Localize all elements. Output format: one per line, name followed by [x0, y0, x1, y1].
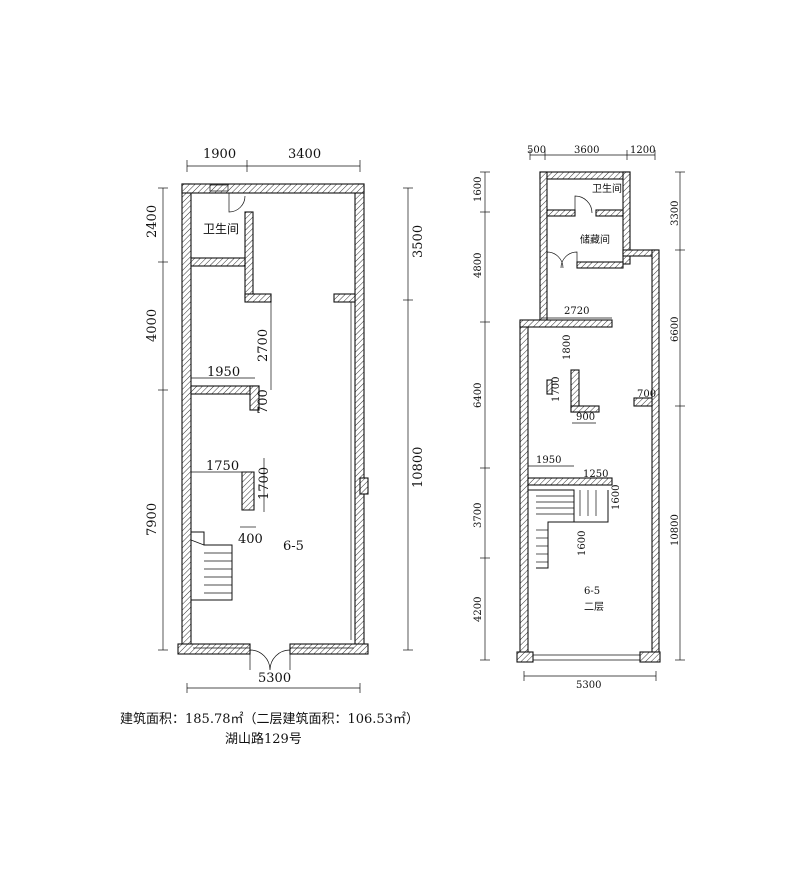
floor1-dim-right-1: 3500 [411, 225, 426, 258]
floor1-dim-1950: 1950 [207, 365, 240, 380]
floor2-col-small [546, 379, 553, 395]
floor1-dim-left-3: 7900 [145, 503, 160, 536]
floor1-dim-700: 700 [256, 389, 271, 414]
floor2-floor-label: 二层 [584, 601, 604, 613]
floor2-dim-left-4: 3700 [473, 503, 484, 528]
floor1-mid-wall [190, 385, 260, 395]
floor1-right-pier [359, 477, 369, 495]
floor1-dim-top-1: 1900 [203, 147, 236, 162]
floor2-plan: 500 3600 1200 1600 4800 6400 3700 4200 3… [473, 145, 685, 691]
floor2-right-pier [633, 397, 653, 407]
floor2-storage-wall [576, 261, 624, 269]
floor1-dim-top-2: 3400 [288, 147, 321, 162]
floor2-main-right-wall [651, 249, 660, 659]
floor2-dim-left-5: 4200 [473, 597, 484, 622]
floor2-dim-left-1: 1600 [473, 177, 484, 202]
floor1-plan: 1900 3400 2400 4000 7900 3500 10800 5300… [145, 147, 426, 693]
floor1-dim-bottom: 5300 [258, 671, 291, 686]
floor1-dim-2700: 2700 [256, 329, 271, 362]
floor2-dim-900: 900 [576, 412, 595, 423]
floor1-dim-1750: 1750 [206, 459, 239, 474]
floor2-dim-top-1: 500 [527, 145, 546, 156]
floor2-main-left-wall [519, 321, 529, 659]
floor1-entrance-door [249, 649, 291, 671]
floor2-wall-bottom-right [639, 651, 661, 663]
floor1-dim-400: 400 [238, 532, 263, 547]
floor1-dim-right-2: 10800 [411, 447, 426, 488]
floor1-corner-wall [244, 293, 272, 303]
floor1-wall-bottom-right [289, 643, 369, 655]
floor2-bath-wall [546, 209, 576, 217]
floor2-dim-right-3: 10800 [670, 514, 681, 546]
floor1-bath-wall-right [244, 211, 254, 301]
floor2-top-wall [539, 171, 631, 180]
floor1-stub-wall-right [333, 293, 356, 303]
floor2-storage-door [546, 251, 578, 269]
floor1-bath-wall-bottom [190, 257, 246, 267]
floor2-stair-wall [527, 477, 613, 486]
floor2-wall-bottom-left [516, 651, 534, 663]
floor1-wall-right [354, 183, 365, 651]
floor1-bath-door [228, 193, 246, 213]
floor2-dim-bottom: 5300 [576, 680, 601, 691]
floor2-room-storage: 储藏间 [580, 233, 610, 246]
floor2-dim-top-2: 3600 [574, 145, 599, 156]
floor2-unit-label: 6-5 [584, 586, 600, 597]
floor1-stairs [190, 531, 233, 601]
floor2-dim-1250: 1250 [583, 469, 608, 480]
floor2-dim-1950: 1950 [536, 455, 561, 466]
floor2-inner-col-base [570, 405, 600, 413]
floor2-main-top-wall [519, 319, 613, 328]
floor2-bath-wall-2 [595, 209, 624, 217]
floor1-room-bathroom: 卫生间 [203, 222, 239, 236]
floor2-dim-left-3: 6400 [473, 383, 484, 408]
floor2-dim-700: 700 [637, 389, 656, 400]
floor1-dim-left-1: 2400 [145, 205, 160, 238]
floor2-dim-1700: 1700 [551, 377, 562, 402]
floor2-dim-left-2: 4800 [473, 253, 484, 278]
floor2-room-bathroom: 卫生间 [592, 182, 622, 195]
floor2-dim-2720: 2720 [564, 306, 589, 317]
floor2-stairs [528, 489, 609, 569]
building-area-caption: 建筑面积：185.78㎡（二层建筑面积：106.53㎡） [120, 712, 419, 727]
floor2-dim-1600a: 1600 [611, 485, 622, 510]
floor2-dim-right-1: 3300 [670, 201, 681, 226]
floor1-dim-1700: 1700 [257, 467, 272, 500]
floor1-wall-top [181, 183, 365, 194]
floor2-upper-right-wall [622, 171, 631, 265]
floor2-dim-top-3: 1200 [630, 145, 655, 156]
address-caption: 湖山路129号 [225, 732, 302, 747]
floor1-unit-label: 6-5 [283, 539, 304, 554]
floor1-mid-post [249, 385, 260, 411]
floor2-bath-door [574, 195, 593, 214]
floor2-upper-left-wall [539, 171, 548, 325]
floor2-dim-1800: 1800 [562, 335, 573, 360]
floor1-wall-left [181, 183, 192, 651]
floor2-dim-right-2: 6600 [670, 317, 681, 342]
floor1-column [241, 471, 255, 511]
floor2-dim-1600b: 1600 [577, 531, 588, 556]
floor1-dim-left-2: 4000 [145, 309, 160, 342]
floor1-wall-bottom-left [177, 643, 251, 655]
